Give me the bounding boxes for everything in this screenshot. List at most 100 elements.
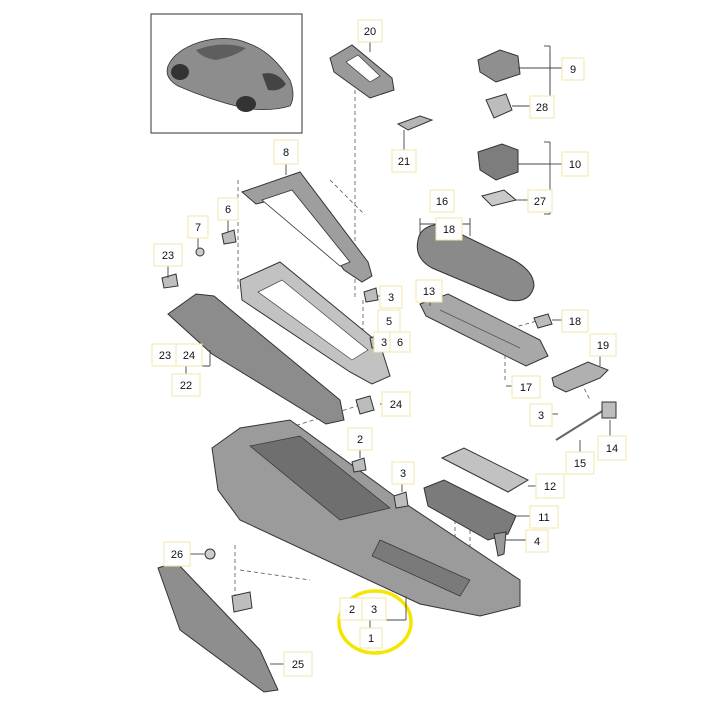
svg-text:26: 26 <box>171 549 183 561</box>
label-16[interactable]: 16 <box>429 189 455 213</box>
part-tray-10 <box>477 143 519 181</box>
svg-text:27: 27 <box>534 196 546 208</box>
label-6-b[interactable]: 6 <box>389 331 411 353</box>
svg-text:22: 22 <box>180 380 192 392</box>
svg-text:18: 18 <box>569 316 581 328</box>
svg-text:2: 2 <box>357 434 363 446</box>
label-24-b[interactable]: 24 <box>381 391 411 417</box>
svg-text:3: 3 <box>400 468 406 480</box>
svg-text:21: 21 <box>398 156 410 168</box>
label-25[interactable]: 25 <box>283 651 313 677</box>
svg-text:3: 3 <box>381 337 387 349</box>
svg-text:18: 18 <box>443 224 455 236</box>
part-mat-27 <box>481 189 518 207</box>
svg-text:1: 1 <box>368 633 374 645</box>
label-3-d[interactable]: 3 <box>391 461 415 485</box>
part-clip-23 <box>161 273 179 289</box>
svg-text:10: 10 <box>569 159 581 171</box>
svg-text:2: 2 <box>349 604 355 616</box>
svg-text:6: 6 <box>397 337 403 349</box>
svg-text:17: 17 <box>520 382 532 394</box>
part-base-13 <box>419 293 549 367</box>
part-clip-3-lower <box>393 491 409 509</box>
part-side-panel-22 <box>167 293 345 425</box>
highlight-circle <box>337 589 413 655</box>
label-3-c[interactable]: 3 <box>529 403 553 427</box>
svg-text:9: 9 <box>570 64 576 76</box>
part-hinge-19 <box>551 361 609 393</box>
part-screw-4 <box>493 531 507 557</box>
part-sensor-14 <box>601 401 617 419</box>
label-18-b[interactable]: 18 <box>561 309 589 333</box>
label-22[interactable]: 22 <box>171 373 201 397</box>
svg-text:4: 4 <box>534 536 540 548</box>
svg-text:8: 8 <box>283 147 289 159</box>
svg-text:11: 11 <box>538 512 549 524</box>
svg-text:14: 14 <box>606 443 618 455</box>
label-11[interactable]: 11 <box>529 505 559 529</box>
label-1[interactable]: 1 <box>359 627 383 649</box>
label-20[interactable]: 20 <box>357 19 383 43</box>
part-console-body-1 <box>211 419 521 617</box>
svg-text:7: 7 <box>195 222 201 234</box>
part-screw-26 <box>204 548 216 560</box>
part-cable-15 <box>555 409 605 441</box>
label-7[interactable]: 7 <box>187 215 209 239</box>
label-9[interactable]: 9 <box>561 57 585 81</box>
label-18-top[interactable]: 18 <box>435 217 463 241</box>
part-mat-12 <box>440 447 530 493</box>
part-fastener-24 <box>355 395 375 415</box>
svg-text:24: 24 <box>390 399 402 411</box>
label-14[interactable]: 14 <box>597 435 627 461</box>
label-23-top[interactable]: 23 <box>153 243 183 267</box>
svg-text:3: 3 <box>538 410 544 422</box>
label-6-top[interactable]: 6 <box>217 197 239 221</box>
label-17[interactable]: 17 <box>511 375 541 399</box>
svg-text:23: 23 <box>162 250 174 262</box>
label-15[interactable]: 15 <box>565 451 595 475</box>
label-3-e[interactable]: 3 <box>361 597 387 621</box>
svg-text:6: 6 <box>225 204 231 216</box>
label-8[interactable]: 8 <box>273 139 299 165</box>
part-frame-5 <box>239 261 391 385</box>
label-12[interactable]: 12 <box>535 473 565 499</box>
svg-text:5: 5 <box>386 316 392 328</box>
part-insert-28 <box>485 93 513 119</box>
svg-text:23: 23 <box>159 350 171 362</box>
svg-text:3: 3 <box>388 292 394 304</box>
label-13[interactable]: 13 <box>415 279 443 303</box>
part-labels: 20 9 28 21 8 10 27 16 18 7 6 23 3 13 5 3… <box>151 19 627 677</box>
part-clip-2-lower <box>351 457 367 473</box>
part-clip-21 <box>396 115 434 131</box>
svg-text:3: 3 <box>371 604 377 616</box>
label-5[interactable]: 5 <box>377 309 401 333</box>
svg-text:28: 28 <box>536 102 548 114</box>
part-armrest-16 <box>416 223 535 302</box>
svg-text:13: 13 <box>423 286 435 298</box>
part-trim-frame-8 <box>241 171 373 283</box>
label-27[interactable]: 27 <box>527 189 553 213</box>
svg-text:19: 19 <box>597 340 609 352</box>
part-tray-11 <box>423 479 517 541</box>
svg-text:25: 25 <box>292 659 304 671</box>
label-10[interactable]: 10 <box>561 151 589 177</box>
svg-text:16: 16 <box>436 196 448 208</box>
label-28[interactable]: 28 <box>529 95 555 119</box>
vehicle-thumbnail <box>150 13 303 134</box>
part-clip-6 <box>221 229 237 245</box>
svg-text:15: 15 <box>574 458 586 470</box>
label-23-b[interactable]: 23 <box>151 343 179 367</box>
part-cupholder-9 <box>477 49 521 83</box>
label-21[interactable]: 21 <box>391 149 417 173</box>
part-lower-panel-25 <box>157 561 279 693</box>
label-2-a[interactable]: 2 <box>347 427 373 451</box>
label-26[interactable]: 26 <box>163 541 191 567</box>
label-3-a[interactable]: 3 <box>379 285 403 309</box>
label-19[interactable]: 19 <box>589 333 617 357</box>
label-24-a[interactable]: 24 <box>175 343 203 367</box>
label-4[interactable]: 4 <box>525 529 549 553</box>
part-clip-18 <box>533 313 553 329</box>
svg-text:24: 24 <box>183 350 195 362</box>
label-2-b[interactable]: 2 <box>339 597 365 621</box>
